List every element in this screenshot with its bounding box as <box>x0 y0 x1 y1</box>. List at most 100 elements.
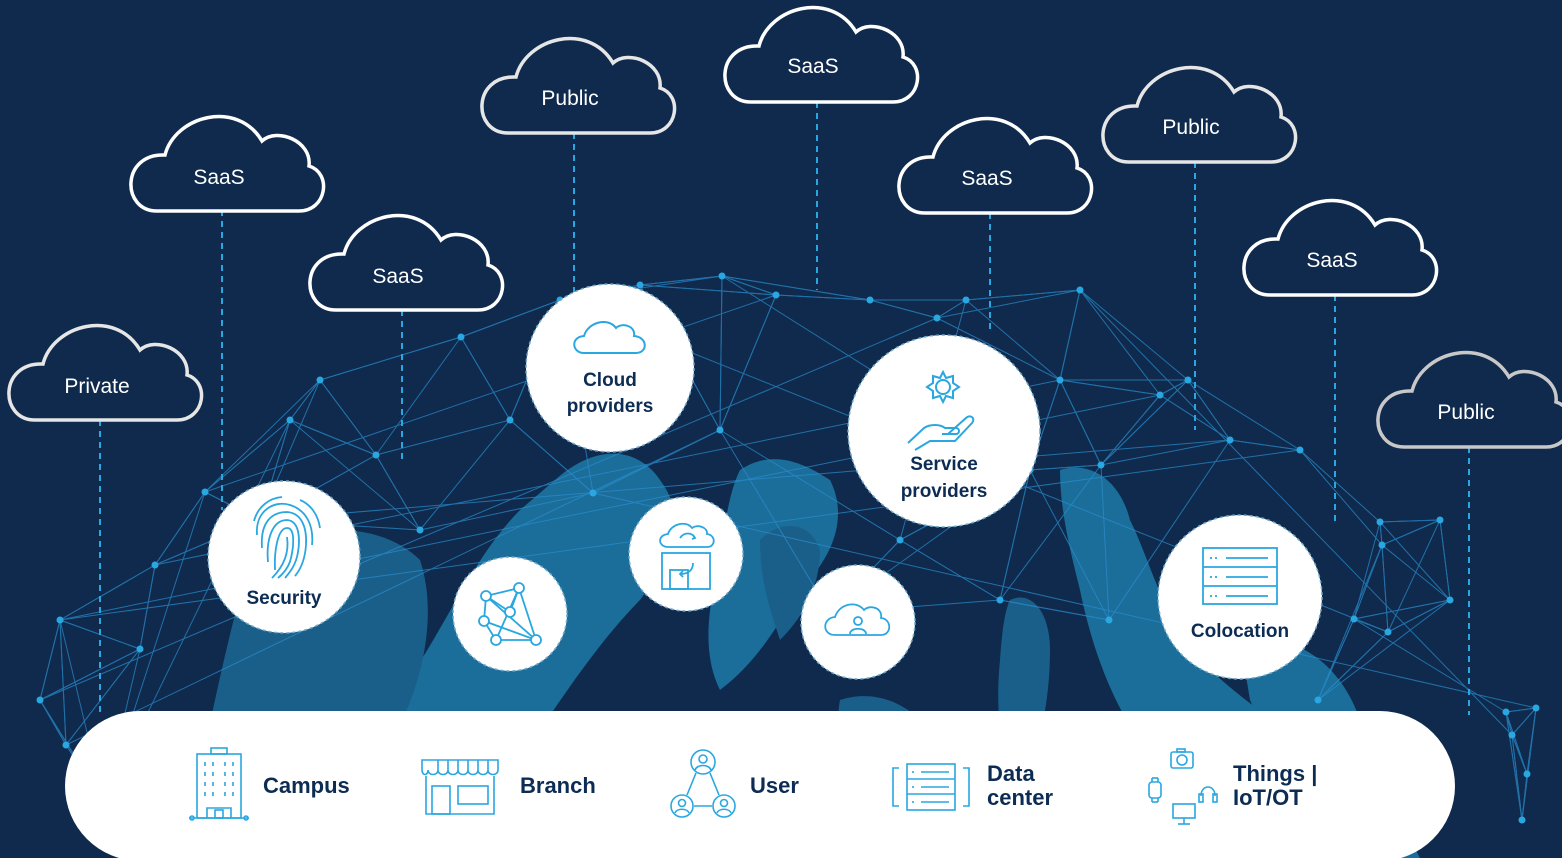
mesh-node <box>36 696 44 704</box>
cloud-label: Public <box>541 87 598 110</box>
mesh-link <box>1521 707 1537 821</box>
mesh-node <box>56 616 64 624</box>
mesh-link <box>719 275 723 431</box>
mesh-node <box>136 645 144 653</box>
mesh-link <box>721 275 777 296</box>
mesh-link <box>39 648 141 701</box>
mesh-link <box>1029 469 1110 621</box>
mesh-link <box>775 294 871 301</box>
mesh-link <box>1379 519 1441 523</box>
mesh-link <box>259 439 1231 521</box>
mesh-node <box>1350 615 1358 623</box>
mesh-node <box>1314 696 1322 704</box>
mesh-node <box>1226 436 1234 444</box>
mesh-link <box>375 419 511 456</box>
mesh-node <box>636 281 644 289</box>
mesh-link <box>1387 519 1441 633</box>
mesh-node <box>1508 731 1516 739</box>
mesh-link <box>1353 618 1507 713</box>
mesh-link <box>289 379 321 421</box>
mesh-node <box>201 488 209 496</box>
edge-locations-bar: Campus Branch <box>65 711 1455 858</box>
mesh-link <box>65 429 721 746</box>
cloud-saas-1: SaaS <box>129 114 326 213</box>
mesh-link <box>65 648 141 746</box>
mesh-link <box>59 564 156 621</box>
cloud-outline-icon <box>480 36 677 135</box>
mesh-link <box>965 299 1061 381</box>
mesh-link <box>592 492 1537 709</box>
mesh-link <box>1187 379 1231 441</box>
data-center-icon <box>892 763 970 811</box>
mesh-link <box>1387 599 1451 633</box>
mesh-node <box>896 536 904 544</box>
cloud-private: Private <box>7 323 204 422</box>
mesh-link <box>1100 379 1189 466</box>
mesh-link <box>289 419 421 531</box>
mesh-node <box>457 333 465 341</box>
mesh-link <box>899 539 1001 601</box>
node-cloud-building <box>628 496 744 612</box>
edge-item-campus: Campus <box>189 711 350 858</box>
mesh-node <box>1105 616 1113 624</box>
edge-label: Data center <box>987 761 1054 810</box>
node-mesh <box>452 556 568 672</box>
node-label-line2: providers <box>567 396 654 417</box>
mesh-link <box>999 464 1102 601</box>
mesh-node <box>589 489 597 497</box>
mesh-link <box>1100 464 1110 621</box>
mesh-node <box>1156 391 1164 399</box>
node-label: Security <box>247 588 322 609</box>
mesh-link <box>1505 711 1528 775</box>
mesh-link <box>59 619 67 746</box>
mesh-node <box>1518 816 1526 824</box>
mesh-link <box>419 419 511 531</box>
mesh-node <box>1184 376 1192 384</box>
node-label-line1: Cloud <box>583 370 637 391</box>
mesh-link <box>1381 519 1441 546</box>
cloud-label: SaaS <box>193 166 244 189</box>
mesh-node <box>1097 461 1105 469</box>
mesh-link <box>936 317 1061 381</box>
cloud-outline-icon <box>129 114 326 213</box>
edge-label: User <box>750 773 799 798</box>
cloud-label: Public <box>1162 116 1219 139</box>
mesh-node <box>962 296 970 304</box>
cloud-building-icon <box>659 522 715 590</box>
cloud-user-icon <box>824 603 891 636</box>
node-label-line1: Service <box>910 454 978 475</box>
mesh-node <box>1436 516 1444 524</box>
edge-label: Things | IoT/OT <box>1233 761 1318 810</box>
fingerprint-icon <box>253 496 321 579</box>
mesh-link <box>375 336 462 456</box>
mesh-link <box>460 336 511 421</box>
cloud-public-2: Public <box>1101 65 1298 164</box>
mesh-link <box>1505 707 1537 713</box>
cloud-saas-5: SaaS <box>1242 198 1439 297</box>
mesh-link <box>1353 599 1451 620</box>
mesh-node <box>718 272 726 280</box>
mesh-node <box>506 416 514 424</box>
cloud-saas-3: SaaS <box>723 5 920 104</box>
mesh-link <box>1187 379 1301 451</box>
mesh-node <box>866 296 874 304</box>
mesh-link <box>460 299 561 338</box>
mesh-link <box>1317 631 1389 701</box>
cloud-outline-icon <box>1101 65 1298 164</box>
network-mesh-icon <box>478 582 542 646</box>
edge-label: Branch <box>520 773 596 798</box>
cloud-saas-4: SaaS <box>897 116 1094 215</box>
cloud-saas-2: SaaS <box>308 213 505 312</box>
edge-item-branch: Branch <box>414 711 596 858</box>
mesh-link <box>39 317 938 701</box>
mesh-link <box>1108 439 1231 621</box>
mesh-link <box>154 491 206 566</box>
mesh-link <box>1079 289 1189 381</box>
mesh-node <box>716 426 724 434</box>
mesh-link <box>1439 519 1451 601</box>
cloud-outline-icon <box>308 213 505 312</box>
mesh-link <box>1381 544 1389 633</box>
